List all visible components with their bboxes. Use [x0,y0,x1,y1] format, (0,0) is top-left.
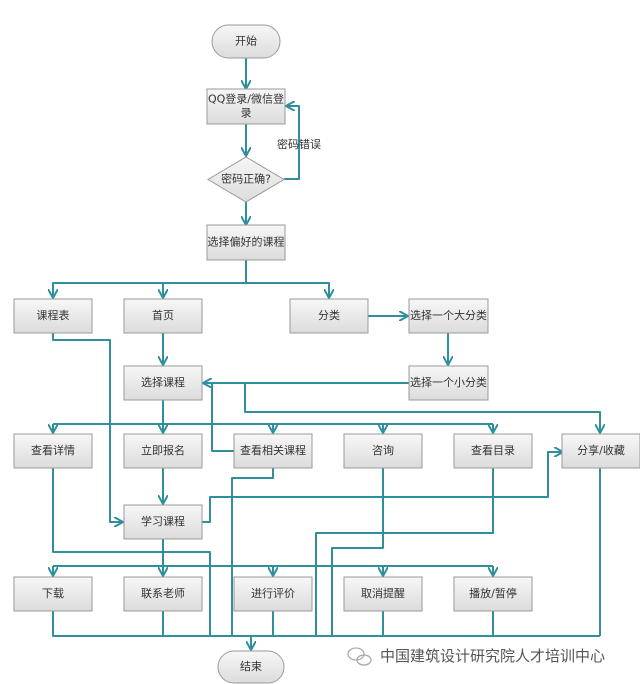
node-share: 分享/收藏 [561,433,640,469]
node-shape [206,88,286,125]
node-shape [289,298,369,334]
node-choose-course: 选择课程 [123,365,203,401]
node-review: 进行评价 [233,576,313,612]
node-home: 首页 [123,298,203,334]
node-label: 首页 [152,308,174,322]
node-label: 播放/暂停 [469,586,517,600]
node-shape [13,433,93,469]
node-big-category: 选择一个大分类 [408,298,489,334]
node-contact: 联系老师 [123,576,203,612]
node-schedule: 课程表 [13,298,93,334]
node-label: 下载 [42,587,64,600]
connectors [53,58,600,649]
node-label: 立即报名 [141,443,185,457]
node-shape [217,650,285,684]
node-enroll: 立即报名 [123,433,203,469]
node-shape [453,576,533,612]
edge-label-password-wrong: 密码错误 [277,137,321,151]
node-study: 学习课程 [123,504,203,540]
node-category: 分类 [289,298,369,334]
node-end: 结束 [217,650,285,684]
node-shape [408,365,489,401]
node-label: 录 [241,107,252,120]
node-shape [123,298,203,334]
node-label: 分类 [318,308,340,322]
node-label: 开始 [235,34,257,48]
node-label: 选择课程 [141,375,185,389]
node-shape [343,433,423,469]
node-shape [123,504,203,540]
node-label: 取消提醒 [361,586,405,600]
node-label: 选择一个小分类 [410,375,487,389]
node-shape [207,156,285,203]
node-label: 课程表 [37,308,70,322]
wechat-icon [347,647,372,666]
node-label: 查看详情 [31,443,75,457]
node-label: 学习课程 [141,514,185,528]
node-shape [13,576,93,612]
node-label: 咨询 [372,443,394,457]
node-choose-pref: 选择偏好的课程 [206,224,286,261]
node-shape [123,576,203,612]
node-shape [453,433,533,469]
node-consult: 咨询 [343,433,423,469]
node-shape [233,576,313,612]
node-label: 分享/收藏 [577,443,625,457]
node-start: 开始 [211,24,281,59]
watermark: 中国建筑设计研究院人才培训中心 [347,647,605,666]
node-shape [408,298,489,334]
node-label: 查看相关课程 [240,443,306,457]
node-shape [211,24,281,59]
node-shape [343,576,423,612]
node-details: 查看详情 [13,433,93,469]
node-related: 查看相关课程 [233,433,313,469]
watermark-text: 中国建筑设计研究院人才培训中心 [380,647,605,665]
node-play-pause: 播放/暂停 [453,576,533,612]
node-small-category: 选择一个小分类 [408,365,489,401]
node-label: 密码正确? [221,172,271,186]
node-label: QQ登录/微信登 [208,92,284,106]
node-label: 结束 [240,660,262,673]
node-label: 进行评价 [251,587,295,600]
node-shape [233,433,313,469]
node-label: 联系老师 [141,587,185,600]
node-shape [123,433,203,469]
node-shape [123,365,203,401]
node-catalog: 查看目录 [453,433,533,469]
node-download: 下载 [13,576,93,612]
node-label: 查看目录 [471,443,515,457]
node-label: 选择一个大分类 [410,308,487,322]
node-password-check: 密码正确? [207,156,285,203]
node-shape [561,433,640,469]
node-shape [206,224,286,261]
node-shape [13,298,93,334]
node-cancel-reminder: 取消提醒 [343,576,423,612]
node-label: 选择偏好的课程 [208,235,285,249]
